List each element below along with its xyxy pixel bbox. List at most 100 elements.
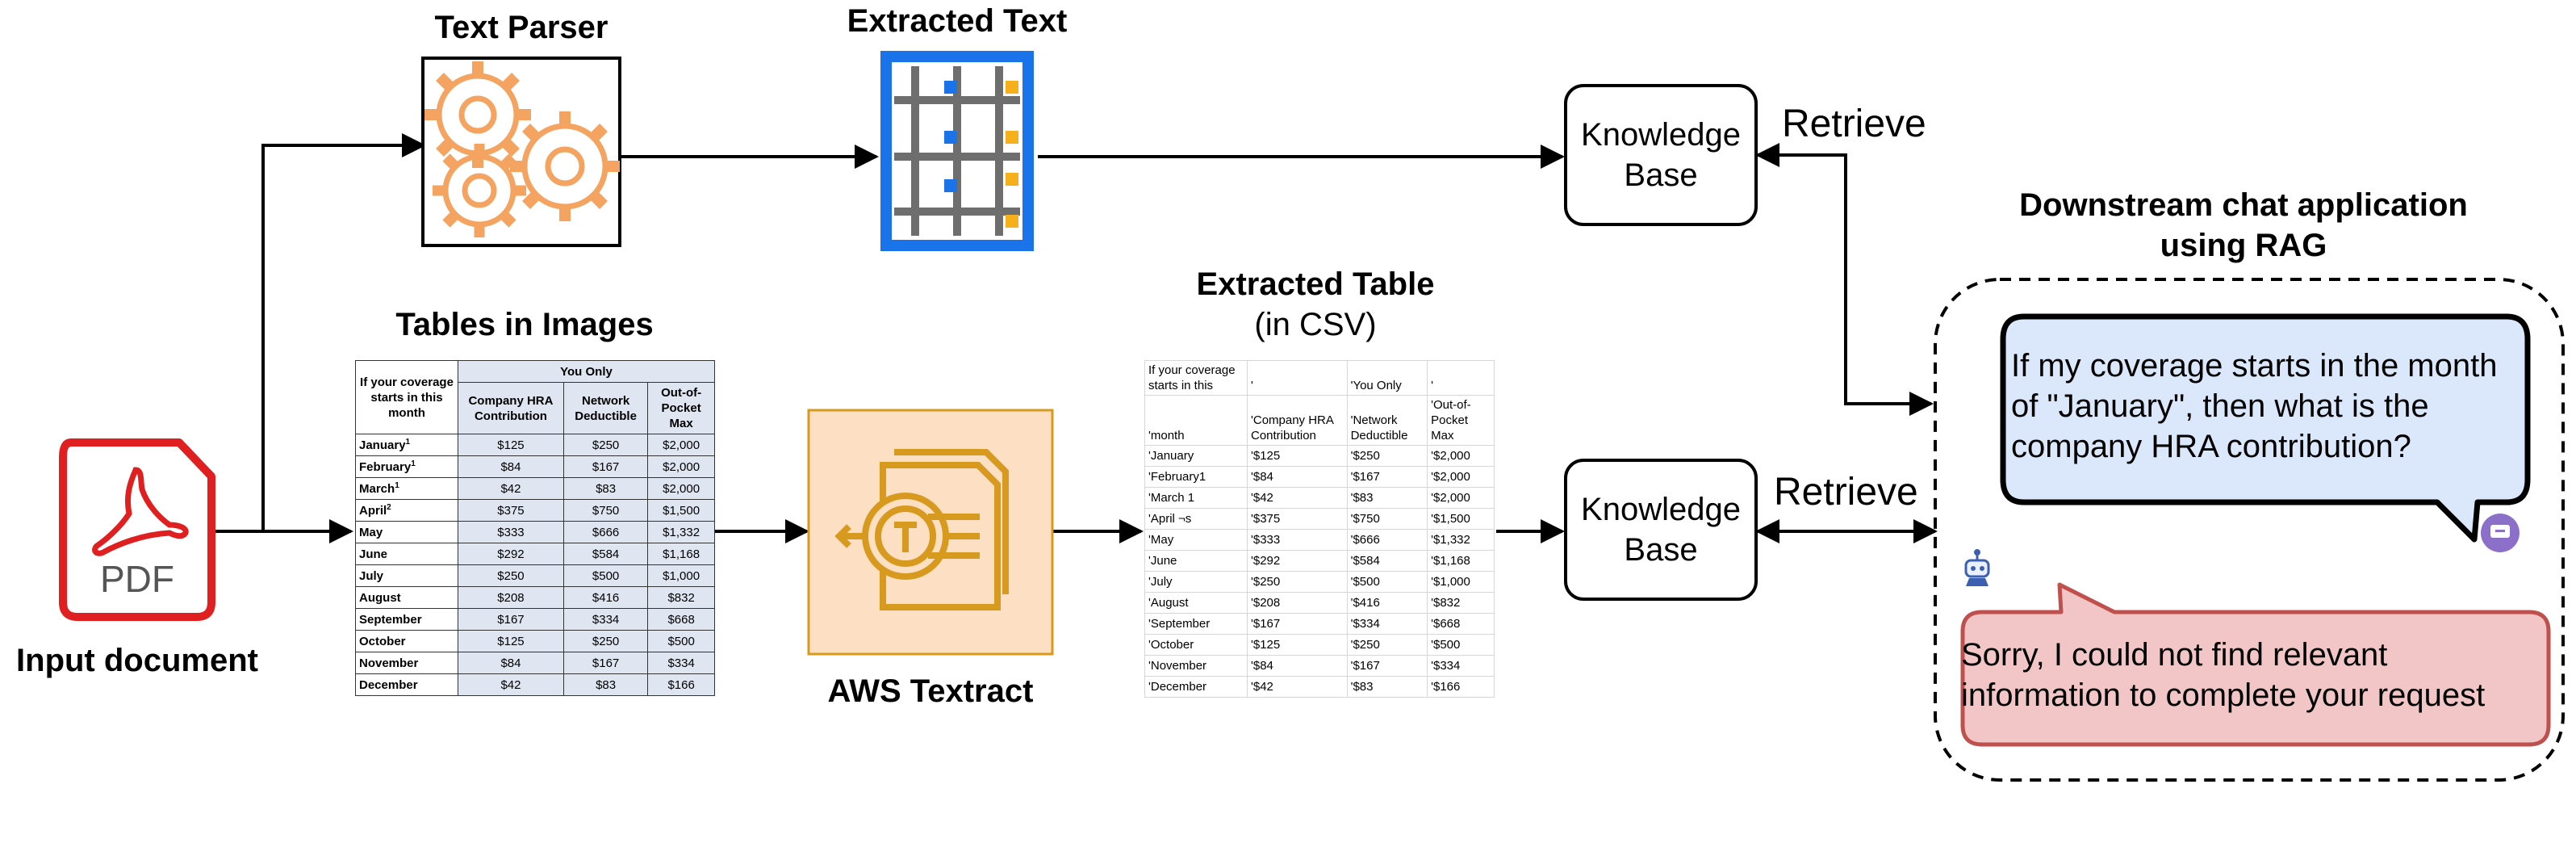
csv-cell: '$668 <box>1427 613 1495 635</box>
table-month-cell: April2 <box>355 499 458 522</box>
question-line-2: of "January", then what is the <box>2011 388 2429 424</box>
csv-cell: '$167 <box>1247 613 1348 635</box>
answer-line-1: Sorry, I could not find relevant <box>1961 637 2388 673</box>
aws-textract-label: AWS Textract <box>827 673 1034 709</box>
csv-header-cell: 'Network Deductible <box>1346 395 1428 446</box>
question-bubble-shape <box>2000 313 2531 543</box>
csv-cell: '$334 <box>1346 613 1428 635</box>
table-value-cell: $584 <box>562 543 649 565</box>
answer-line-2: information to complete your request <box>1961 677 2486 713</box>
csv-cell: '$334 <box>1427 655 1495 677</box>
table-month-cell: July <box>355 564 458 587</box>
table-row: December$42$83$166 <box>355 673 715 696</box>
table-month-cell: January1 <box>355 434 458 456</box>
csv-cell: '$167 <box>1346 655 1428 677</box>
question-line-3: company HRA contribution? <box>2011 429 2411 464</box>
csv-cell: '$250 <box>1346 634 1428 656</box>
table-corner-header: If your coverage starts in this month <box>355 360 458 434</box>
table-value-cell: $83 <box>562 477 649 500</box>
answer-bubble-text: Sorry, I could not find relevant informa… <box>1961 635 2550 715</box>
table-value-cell: $250 <box>562 434 649 456</box>
table-in-image: If your coverage starts in this month Yo… <box>355 360 715 696</box>
knowledge-base-bottom-line1: Knowledge <box>1581 492 1741 527</box>
csv-row: 'October'$125'$250'$500 <box>1144 634 1495 656</box>
tables-in-images-label: Tables in Images <box>395 307 654 342</box>
table-row: September$167$334$668 <box>355 608 715 631</box>
table-row: March1$42$83$2,000 <box>355 477 715 500</box>
table-value-cell: $167 <box>562 652 649 674</box>
csv-header-cell: ' <box>1247 360 1348 396</box>
table-month-name: February <box>359 460 412 474</box>
csv-cell: '$832 <box>1427 592 1495 614</box>
table-value-cell: $1,500 <box>647 499 715 522</box>
table-value-cell: $125 <box>458 434 564 456</box>
csv-cell: '$750 <box>1346 508 1428 530</box>
retrieve-label-top: Retrieve <box>1782 103 1926 145</box>
csv-header-cell: 'You Only <box>1346 360 1428 396</box>
table-row: April2$375$750$1,500 <box>355 499 715 522</box>
table-month-name: October <box>359 635 406 648</box>
table-row: July$250$500$1,000 <box>355 564 715 587</box>
arrow-retrieve-top <box>1755 143 1934 416</box>
csv-cell: '$666 <box>1346 529 1428 551</box>
csv-cell: 'January <box>1144 445 1248 467</box>
question-bubble-text: If my coverage starts in the month of "J… <box>2011 346 2528 467</box>
table-value-cell: $167 <box>458 608 564 631</box>
table-value-cell: $666 <box>562 521 649 543</box>
table-month-cell: November <box>355 652 458 674</box>
table-value-cell: $416 <box>562 586 649 609</box>
extracted-table-label: Extracted Table <box>1196 266 1435 302</box>
csv-row: 'January'$125'$250'$2,000 <box>1144 445 1495 467</box>
csv-header-cell: 'Company HRA Contribution <box>1247 395 1348 446</box>
csv-row: 'August'$208'$416'$832 <box>1144 592 1495 614</box>
csv-table: If your coverage starts in this ' 'You O… <box>1144 360 1495 698</box>
table-value-cell: $250 <box>458 564 564 587</box>
csv-cell: '$84 <box>1247 466 1348 488</box>
table-value-cell: $167 <box>562 455 649 478</box>
pdf-file-icon <box>59 438 215 621</box>
table-month-name: March <box>359 482 395 496</box>
table-month-name: September <box>359 613 422 627</box>
table-month-name: August <box>359 591 401 605</box>
table-month-name: November <box>359 656 419 670</box>
table-row: October$125$250$500 <box>355 630 715 652</box>
table-value-cell: $668 <box>647 608 715 631</box>
table-month-name: May <box>359 526 383 539</box>
table-month-name: January <box>359 438 406 452</box>
table-value-cell: $125 <box>458 630 564 652</box>
csv-cell: '$2,000 <box>1427 487 1495 509</box>
table-month-name: December <box>359 678 418 692</box>
table-month-cell: December <box>355 673 458 696</box>
table-col-header: Company HRA Contribution <box>458 382 564 434</box>
extracted-table-sublabel: (in CSV) <box>1254 307 1377 342</box>
csv-cell: 'February1 <box>1144 466 1248 488</box>
table-value-cell: $832 <box>647 586 715 609</box>
csv-row: 'May'$333'$666'$1,332 <box>1144 529 1495 551</box>
table-value-cell: $2,000 <box>647 455 715 478</box>
gears-icon <box>424 61 620 237</box>
csv-cell: '$208 <box>1247 592 1348 614</box>
table-row: February1$84$167$2,000 <box>355 455 715 478</box>
extracted-text-doc-icon <box>880 51 1034 251</box>
csv-cell: '$1,332 <box>1427 529 1495 551</box>
downstream-title-line1: Downstream chat application <box>2019 187 2468 223</box>
csv-cell: '$125 <box>1247 445 1348 467</box>
table-month-cell: March1 <box>355 477 458 500</box>
pdf-icon-text: PDF <box>100 558 174 600</box>
table-month-name: June <box>359 547 388 561</box>
text-parser-label: Text Parser <box>434 10 608 45</box>
input-document-label: Input document <box>16 643 258 678</box>
table-month-cell: October <box>355 630 458 652</box>
csv-cell: '$83 <box>1346 487 1428 509</box>
bot-avatar-icon <box>1964 549 1990 586</box>
csv-cell: '$584 <box>1346 550 1428 572</box>
csv-row: 'February1'$84'$167'$2,000 <box>1144 466 1495 488</box>
table-value-cell: $2,000 <box>647 477 715 500</box>
knowledge-base-bottom: Knowledge Base <box>1564 459 1758 601</box>
csv-cell: 'July <box>1144 571 1248 593</box>
csv-cell: 'June <box>1144 550 1248 572</box>
csv-cell: 'April ¬s <box>1144 508 1248 530</box>
csv-cell: 'March 1 <box>1144 487 1248 509</box>
question-line-1: If my coverage starts in the month <box>2011 348 2498 384</box>
